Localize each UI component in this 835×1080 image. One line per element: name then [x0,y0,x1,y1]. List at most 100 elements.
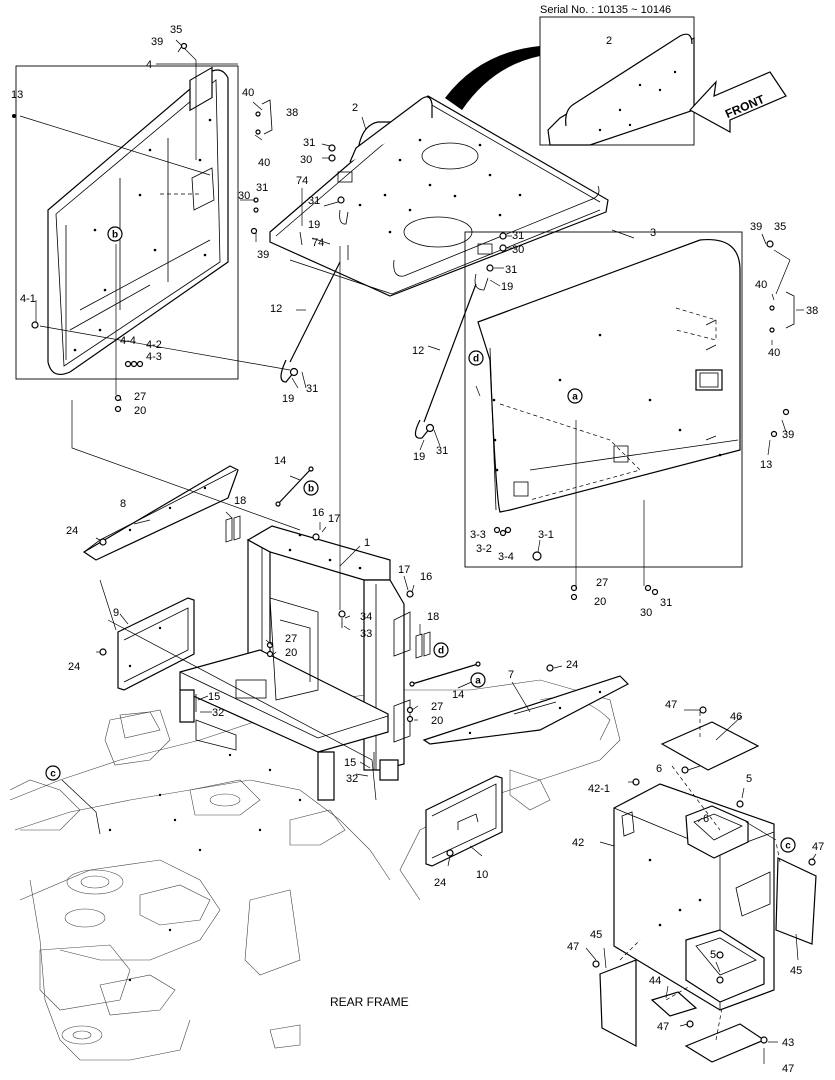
part-4-group-frame [15,65,239,380]
part-42-box [613,778,775,1011]
part-10-cover [425,775,503,867]
reference-circles: b b d d a a c c [45,226,796,853]
ref-circle-c-frame [45,765,61,781]
part-44-panel [650,991,698,1017]
callout-30: 30 [512,244,524,256]
part-3-door-latch [695,369,723,391]
callout-39: 39 [782,429,794,441]
callout-2: 2 [352,102,358,114]
part-3-right-side-door [464,231,743,568]
callout-40: 40 [768,347,780,359]
callout-27: 27 [431,701,443,713]
callout-20: 20 [594,596,606,608]
inset-curved-arrow [445,46,540,110]
part-1-main-frame [179,525,411,801]
callout-38: 38 [286,107,298,119]
callout-34: 34 [360,611,372,623]
part-42-panels [592,706,817,1063]
callout-20: 20 [134,405,146,417]
callout-31: 31 [306,383,318,395]
callout-14: 14 [452,689,464,701]
ref-circle-b-spring [303,480,319,496]
part-3-group-frame [464,231,743,568]
ref-circle-c-box [780,837,796,853]
callout-74: 74 [312,237,324,249]
callout-31: 31 [512,230,524,242]
rear-frame [9,679,621,1061]
callout-6: 6 [703,813,709,825]
callout-40: 40 [242,87,254,99]
callout-31: 31 [256,182,268,194]
callout-18: 18 [234,495,246,507]
callout-46: 46 [730,711,742,723]
ref-circle-a-door [567,388,583,404]
callout-31: 31 [303,137,315,149]
callout-35: 35 [170,24,182,36]
callout-42: 42 [572,837,584,849]
callout-19: 19 [308,219,320,231]
callout-12: 12 [412,345,424,357]
callout-47: 47 [567,941,579,953]
callout-45: 45 [790,965,802,977]
part-4-door-latch [189,66,213,112]
callout-43: 43 [782,1037,794,1049]
callout-3-3: 3-3 [470,529,486,541]
part-4-left-side-door [15,65,239,380]
part-9-cover [99,597,195,691]
callout-31: 31 [660,597,672,609]
part-12-stays [280,261,477,439]
part-14-gas-springs [275,466,481,687]
part-4-hardware [12,39,273,413]
part-45-panel-right [775,857,817,945]
front-direction-arrow: FRONT [689,71,787,134]
part-2-hardware [328,144,507,291]
callout-38: 38 [806,305,818,317]
leader-lines [19,47,817,1064]
callout-39: 39 [750,221,762,233]
ref-letter-b-spring: b [308,484,314,495]
callout-33: 33 [360,628,372,640]
callout-13: 13 [760,459,772,471]
callout-13: 13 [11,89,23,101]
rear-frame-label: REAR FRAME [330,995,409,1009]
callout-42-1: 42-1 [588,783,610,795]
part-1-hardware [195,515,431,770]
serial-number-label: Serial No. : 10135 ~ 10146 [540,4,671,16]
ref-letter-a-spring: a [475,676,481,687]
callout-32: 32 [212,707,224,719]
callout-44: 44 [649,975,661,987]
part-2-top-hood [269,95,609,297]
callout-10: 10 [476,869,488,881]
callout-9: 9 [113,607,119,619]
callout-20: 20 [285,647,297,659]
callout-3-2: 3-2 [476,543,492,555]
callout-35: 35 [774,221,786,233]
part-43-panel [684,1023,766,1063]
ref-circle-d-frame [433,642,449,658]
callout-27: 27 [285,633,297,645]
callout-40: 40 [258,157,270,169]
part-7-plate [422,664,630,745]
ref-circle-d-door [468,350,484,366]
callout-4-3: 4-3 [146,351,162,363]
part-callouts: 35 39 4 13 40 38 40 31 30 39 4-1 4-4 4-2… [11,24,824,1075]
callout-30: 30 [238,190,250,202]
callout-18: 18 [427,611,439,623]
callout-3-1: 3-1 [538,529,554,541]
callout-3: 3 [650,227,656,239]
callout-8: 8 [120,498,126,510]
callout-31: 31 [308,195,320,207]
ref-letter-b-door: b [112,230,118,241]
ref-letter-d-frame: d [438,646,444,657]
callout-32: 32 [346,773,358,785]
callout-47: 47 [812,841,824,853]
callout-4-2: 4-2 [146,339,162,351]
callout-24: 24 [66,525,78,537]
ref-letter-c-frame: c [50,769,56,780]
callout-17: 17 [398,564,410,576]
callout-27: 27 [596,577,608,589]
callout-47: 47 [657,1021,669,1033]
part-8-plate [82,465,239,561]
callout-47: 47 [665,699,677,711]
